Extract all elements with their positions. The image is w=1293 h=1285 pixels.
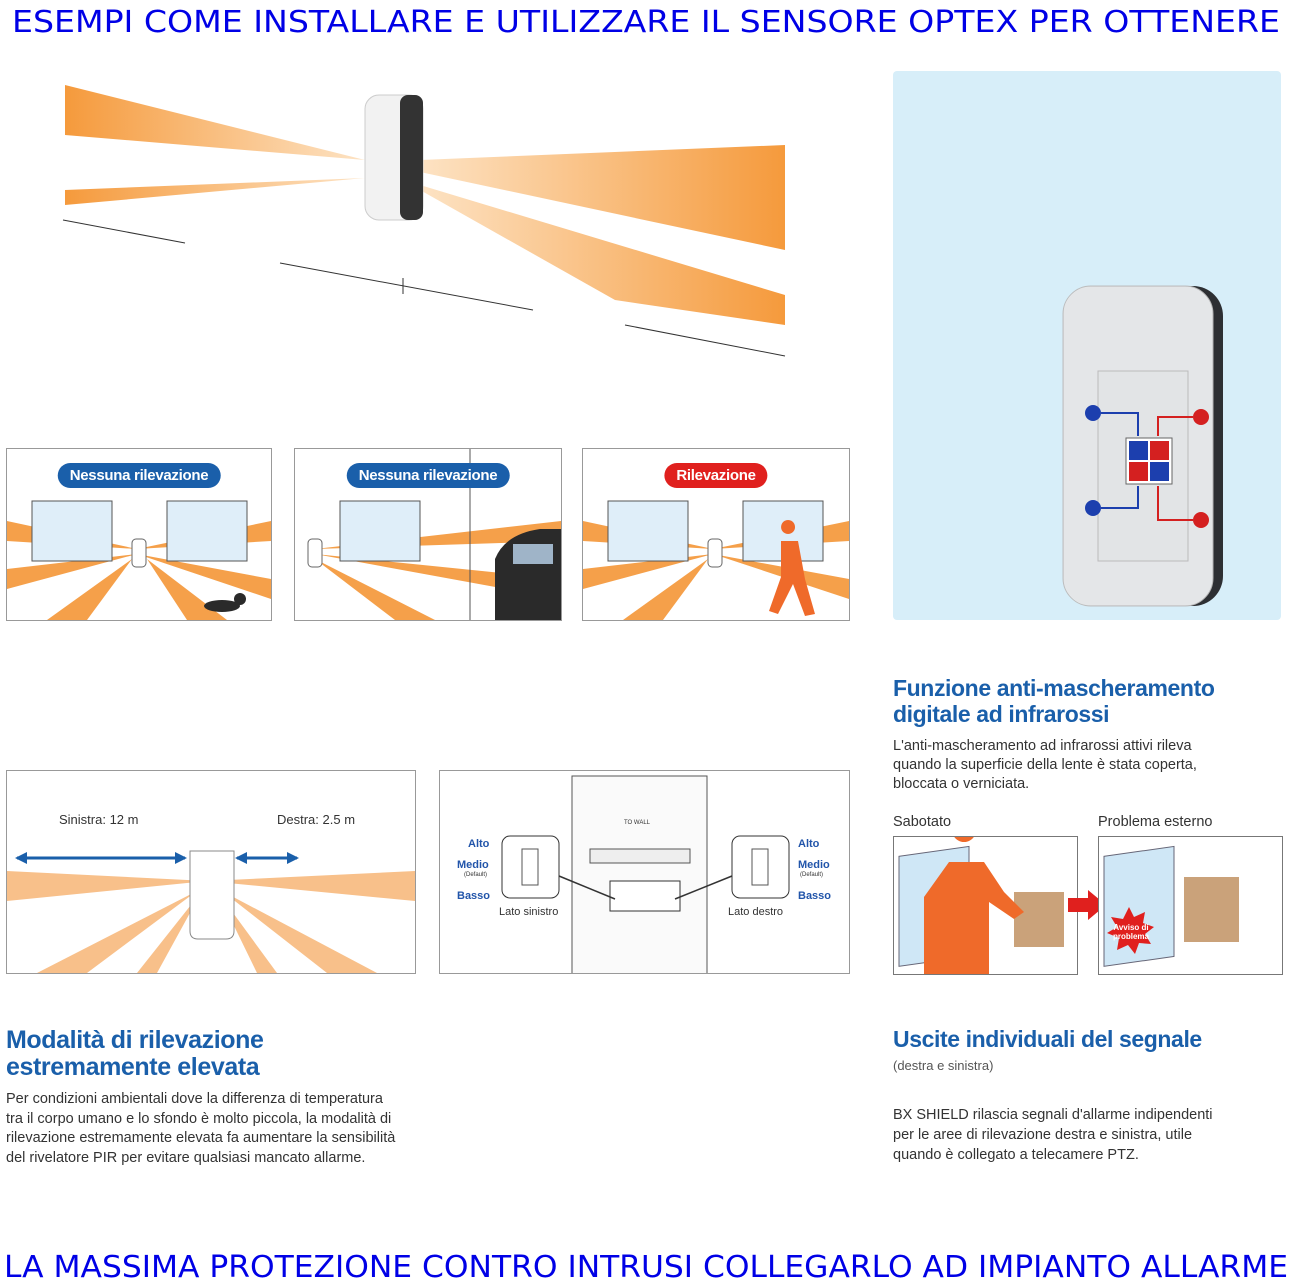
sensor-interior-panel bbox=[893, 71, 1281, 620]
text-line: tra il corpo umano e lo sfondo è molto p… bbox=[6, 1110, 392, 1127]
text-line: quando è collegato a telecamere PTZ. bbox=[893, 1147, 1139, 1163]
text-line: BX SHIELD rilascia segnali d'allarme ind… bbox=[893, 1107, 1213, 1123]
status-badge: Nessuna rilevazione bbox=[346, 463, 510, 488]
right-range-arrow bbox=[624, 324, 786, 357]
sensor-icon bbox=[307, 538, 323, 568]
sabotaged-label: Sabotato bbox=[893, 814, 952, 830]
status-badge: Rilevazione bbox=[664, 463, 768, 488]
left-level-medium: Medio bbox=[457, 859, 489, 871]
anti-masking-title: Funzione anti-mascheramento digitale ad … bbox=[893, 675, 1215, 727]
left-level-high: Alto bbox=[468, 838, 490, 850]
external-problem-illustration: Avviso di problema bbox=[1098, 836, 1283, 975]
range-panel: Sinistra: 12 m Destra: 2.5 m bbox=[6, 770, 416, 974]
sabotaged-illustration bbox=[893, 836, 1078, 975]
left-range-line bbox=[62, 219, 186, 244]
right-level-low: Basso bbox=[798, 890, 832, 902]
title-line: estremamente elevata bbox=[6, 1053, 260, 1081]
scenario-panel-car: Nessuna rilevazione bbox=[294, 448, 562, 621]
right-range-label: Destra: 2.5 m bbox=[277, 812, 356, 827]
right-side-label: Lato destro bbox=[728, 906, 784, 918]
arrow-right-icon bbox=[1068, 890, 1106, 920]
text-line: per le aree di rilevazione destra e sini… bbox=[893, 1127, 1193, 1143]
outputs-title: Uscite individuali del segnale bbox=[893, 1026, 1202, 1052]
left-level-low: Basso bbox=[457, 890, 491, 902]
blue-ir-emitter-icon bbox=[1085, 405, 1101, 421]
warning-burst-icon bbox=[1107, 907, 1154, 954]
burst-line: problema bbox=[1112, 932, 1149, 941]
scenario-panel-person: Rilevazione bbox=[582, 448, 850, 621]
left-range-label: Sinistra: 12 m bbox=[59, 812, 139, 827]
header-title: ESEMPI COME INSTALLARE E UTILIZZARE IL S… bbox=[12, 5, 1280, 40]
center-range-line bbox=[279, 262, 534, 311]
sensor-icon bbox=[707, 538, 723, 568]
person-icon bbox=[769, 520, 815, 616]
dog-icon bbox=[204, 600, 240, 612]
right-beam-upper bbox=[420, 145, 785, 250]
left-side-label: Lato sinistro bbox=[499, 906, 559, 918]
scenario-panel-dog: Nessuna rilevazione bbox=[6, 448, 272, 621]
high-sensitivity-title: Modalità di rilevazione estremamente ele… bbox=[6, 1027, 264, 1081]
right-level-high: Alto bbox=[798, 838, 820, 850]
left-default: (Default) bbox=[464, 872, 488, 878]
header-banner: ESEMPI COME INSTALLARE E UTILIZZARE IL S… bbox=[12, 5, 1280, 40]
title-line: digitale ad infrarossi bbox=[893, 701, 1110, 727]
sensor-icon bbox=[131, 538, 147, 568]
right-default: (Default) bbox=[800, 872, 824, 878]
text-line: quando la superficie della lente è stata… bbox=[893, 757, 1197, 773]
external-problem-label: Problema esterno bbox=[1098, 814, 1213, 830]
left-beam-lower bbox=[65, 178, 365, 205]
box-icon bbox=[1014, 892, 1064, 947]
burst-line: Avviso di bbox=[1113, 923, 1149, 932]
anti-masking-text: L'anti-mascheramento ad infrarossi attiv… bbox=[893, 737, 1197, 794]
outputs-text: BX SHIELD rilascia segnali d'allarme ind… bbox=[893, 1105, 1213, 1165]
window bbox=[31, 500, 113, 562]
board-label: TO WALL bbox=[624, 820, 651, 826]
status-badge: Nessuna rilevazione bbox=[57, 463, 221, 488]
person-icon bbox=[924, 837, 1024, 974]
red-ir-receiver-icon bbox=[1193, 409, 1209, 425]
sensitivity-switch-panel: TO WALL Alto Medio (Default) Basso Lato … bbox=[439, 770, 850, 974]
circuit-board bbox=[571, 775, 708, 973]
box-icon bbox=[1184, 877, 1239, 942]
right-beam-lower bbox=[420, 185, 785, 325]
title-line: Modalità di rilevazione bbox=[6, 1026, 264, 1054]
text-line: L'anti-mascheramento ad infrarossi attiv… bbox=[893, 738, 1192, 754]
right-level-medium: Medio bbox=[798, 859, 830, 871]
sensor-interior-illustration bbox=[1062, 285, 1223, 607]
outputs-subtitle: (destra e sinistra) bbox=[893, 1058, 994, 1073]
text-line: Per condizioni ambientali dove la differ… bbox=[6, 1091, 383, 1107]
warning-burst-text: Avviso di problema bbox=[1107, 923, 1155, 941]
text-line: del rivelatore PIR per evitare qualsiasi… bbox=[6, 1149, 366, 1166]
footer-title: LA MASSIMA PROTEZIONE CONTRO INTRUSI COL… bbox=[4, 1250, 1288, 1285]
footer-banner: LA MASSIMA PROTEZIONE CONTRO INTRUSI COL… bbox=[4, 1250, 1288, 1285]
text-line: bloccata o verniciata. bbox=[893, 776, 1030, 792]
detection-range-illustration bbox=[62, 85, 786, 357]
sensor-lens bbox=[400, 95, 423, 220]
text-line: rilevazione estremamente elevata fa aume… bbox=[6, 1130, 396, 1146]
title-line: Funzione anti-mascheramento bbox=[893, 675, 1215, 701]
high-sensitivity-text: Per condizioni ambientali dove la differ… bbox=[6, 1090, 395, 1168]
left-beam-upper bbox=[65, 85, 365, 160]
sensor-icon bbox=[189, 850, 235, 940]
